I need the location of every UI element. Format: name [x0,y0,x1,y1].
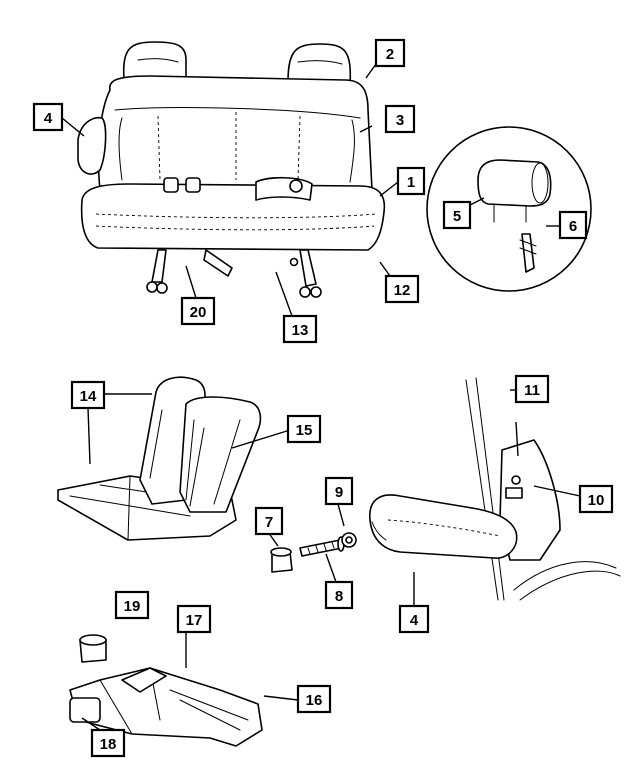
callout-13: 13 [282,314,318,344]
callout-3: 3 [384,104,416,134]
callout-5-label: 5 [453,208,461,225]
small-hardware [270,532,357,573]
headrest-detail-circle [426,126,592,292]
callout-7: 7 [254,506,284,536]
callout-15-label: 15 [296,422,313,439]
seat-leg-right [299,249,317,287]
armrest [369,494,518,559]
callout-5: 5 [442,200,472,230]
bench-seat-assembly [77,41,386,298]
callout-19: 19 [114,590,150,620]
callout-8-label: 8 [335,588,343,605]
callout-9: 9 [324,476,354,506]
callout-19-label: 19 [124,598,141,615]
headrest-detail [477,159,552,207]
callout-4-lower-label: 4 [410,612,419,629]
left-headrest [122,41,187,85]
callout-3-label: 3 [396,112,404,129]
callout-16-label: 16 [306,692,323,709]
callout-14: 14 [70,380,106,410]
callout-14-label: 14 [80,388,97,405]
screw-part-8 [299,539,343,557]
callout-17-label: 17 [186,612,203,629]
bucket-seat-assembly [57,376,262,541]
callout-2-label: 2 [386,46,394,63]
bracket-part-17 [121,667,167,693]
callout-6-label: 6 [569,218,577,235]
callout-7-label: 7 [265,514,273,531]
armrest-assembly [369,377,621,601]
callout-17: 17 [176,604,212,634]
callout-1-label: 1 [407,174,415,191]
bench-armrest [77,116,107,175]
belt-buckle-left [163,177,179,193]
seat-back [97,75,373,191]
callout-1: 1 [396,166,426,196]
callout-4-upper-label: 4 [44,110,53,127]
belt-buckle-mid [185,177,201,193]
callout-20: 20 [180,296,216,326]
leader-lines [61,63,581,731]
right-headrest [287,43,352,87]
bracket-assembly [69,634,263,747]
callout-6: 6 [558,210,588,240]
callout-18: 18 [90,728,126,758]
seat-back-trim [179,396,262,513]
cap-part-18 [69,697,101,723]
callout-16: 16 [296,684,332,714]
callout-9-label: 9 [335,484,343,501]
belt-buckle-right [255,176,313,201]
headrest-guide-sleeve [521,233,535,273]
callout-20-label: 20 [190,304,207,321]
callout-18-label: 18 [100,736,117,753]
callout-10-label: 10 [588,492,605,509]
callout-12: 12 [384,274,420,304]
callout-12-label: 12 [394,282,411,299]
seat-leg-left [151,249,167,283]
callout-4-lower: 4 [398,604,430,634]
callout-2: 2 [374,38,406,68]
callout-8: 8 [324,580,354,610]
seat-cushion [80,183,386,251]
callout-11: 11 [514,374,550,404]
callout-15: 15 [286,414,322,444]
callout-11-label: 11 [524,382,540,399]
callout-13-label: 13 [292,322,309,339]
callout-4-upper: 4 [32,102,64,132]
callout-10: 10 [578,484,614,514]
